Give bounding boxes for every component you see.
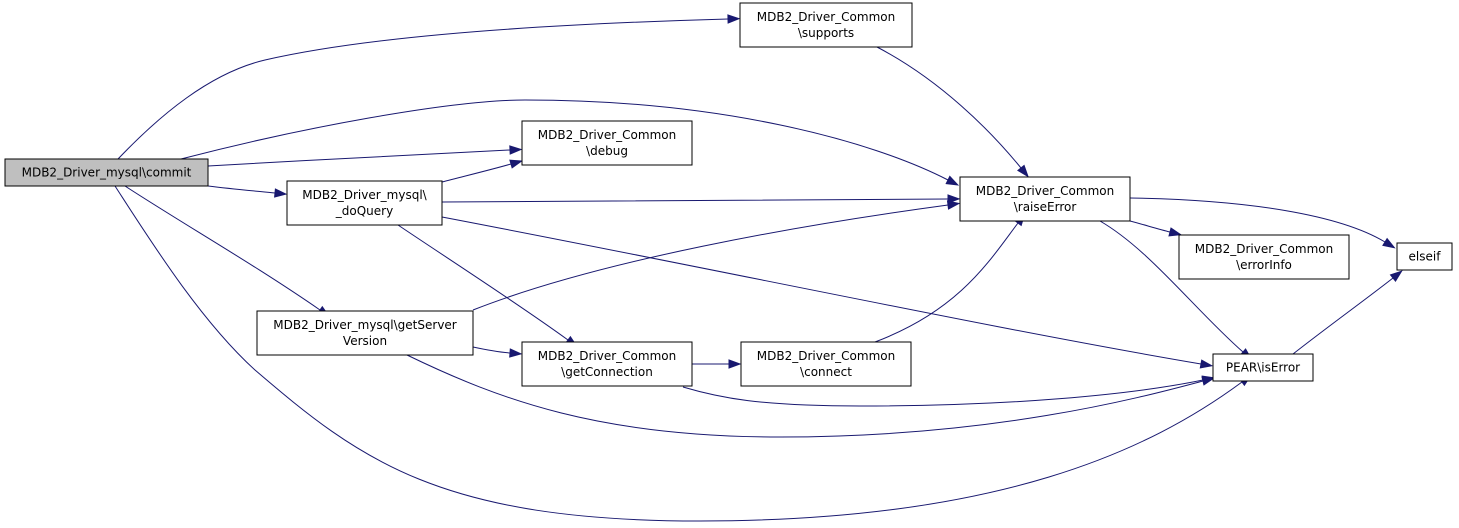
edge-line bbox=[397, 224, 569, 341]
arrowhead bbox=[1199, 359, 1214, 369]
node-label: MDB2_Driver_Common bbox=[976, 184, 1114, 198]
edge-line bbox=[441, 216, 1202, 365]
node-box bbox=[521, 120, 693, 166]
node-label: \debug bbox=[586, 144, 628, 158]
node-label: MDB2_Driver_Common bbox=[757, 349, 895, 363]
node-label: MDB2_Driver_Common bbox=[757, 10, 895, 24]
arrowhead bbox=[947, 194, 961, 204]
node-label: \raiseError bbox=[1014, 200, 1077, 214]
node-doQuery[interactable]: MDB2_Driver_mysql\ _doQuery bbox=[286, 180, 443, 226]
node-label: \getConnection bbox=[561, 365, 653, 379]
edge-commit-to-raiseError bbox=[180, 99, 960, 186]
node-box bbox=[1212, 353, 1314, 382]
node-label: Version bbox=[343, 334, 387, 348]
edge-getConnection-to-isError bbox=[682, 375, 1216, 407]
node-label: \connect bbox=[800, 365, 852, 379]
edge-commit-to-doQuery bbox=[207, 185, 288, 198]
edge-commit-to-debug bbox=[207, 145, 523, 167]
node-isError[interactable]: PEAR\isError bbox=[1212, 353, 1314, 382]
edges bbox=[114, 14, 1403, 522]
edge-getConnection-to-connect bbox=[692, 359, 742, 369]
edge-line bbox=[207, 149, 511, 167]
node-errorInfo[interactable]: MDB2_Driver_Common \errorInfo bbox=[1178, 234, 1350, 280]
edge-getServerVersion-to-getConnection bbox=[472, 346, 523, 358]
edge-line bbox=[1292, 277, 1394, 355]
node-raiseError[interactable]: MDB2_Driver_Common \raiseError bbox=[959, 176, 1131, 222]
node-label: MDB2_Driver_Common bbox=[538, 128, 676, 142]
arrowhead bbox=[509, 159, 524, 169]
node-box bbox=[959, 176, 1131, 222]
node-label: _doQuery bbox=[335, 204, 393, 218]
edge-line bbox=[1129, 197, 1386, 243]
edge-supports-to-raiseError bbox=[876, 46, 1029, 178]
edge-commit-to-supports bbox=[117, 14, 741, 160]
node-box bbox=[256, 310, 474, 356]
node-box bbox=[1178, 234, 1350, 280]
node-label: MDB2_Driver_mysql\ bbox=[302, 188, 427, 202]
node-label: MDB2_Driver_Common bbox=[538, 349, 676, 363]
arrowhead bbox=[274, 188, 288, 198]
edge-line bbox=[207, 185, 276, 194]
edge-line bbox=[117, 18, 729, 160]
edge-connect-to-raiseError bbox=[874, 213, 1026, 343]
node-supports[interactable]: MDB2_Driver_Common \supports bbox=[739, 2, 913, 48]
edge-line bbox=[1129, 220, 1171, 233]
arrowhead bbox=[1389, 270, 1403, 282]
edge-line bbox=[180, 99, 949, 181]
node-debug[interactable]: MDB2_Driver_Common \debug bbox=[521, 120, 693, 166]
edge-line bbox=[472, 346, 511, 354]
arrowhead bbox=[946, 200, 961, 210]
node-elseif[interactable]: elseif bbox=[1396, 242, 1453, 271]
edge-line bbox=[876, 46, 1022, 169]
edge-raiseError-to-elseif bbox=[1129, 197, 1396, 249]
edge-line bbox=[441, 198, 949, 203]
node-getConnection[interactable]: MDB2_Driver_Common \getConnection bbox=[521, 341, 693, 387]
edge-getServerVersion-to-raiseError bbox=[472, 200, 961, 311]
edge-doQuery-to-isError bbox=[441, 216, 1214, 369]
nodes: MDB2_Driver_mysql\commitMDB2_Driver_Comm… bbox=[4, 2, 1453, 387]
edge-isError-to-elseif bbox=[1292, 270, 1403, 355]
node-label: \supports bbox=[798, 26, 854, 40]
node-box bbox=[1396, 242, 1453, 271]
arrowhead bbox=[1017, 164, 1029, 178]
node-label: MDB2_Driver_Common bbox=[1195, 242, 1333, 256]
node-box bbox=[740, 341, 912, 387]
edge-doQuery-to-debug bbox=[441, 159, 524, 183]
arrowhead bbox=[727, 14, 741, 24]
node-box bbox=[521, 341, 693, 387]
edge-line bbox=[472, 204, 949, 311]
node-label: elseif bbox=[1409, 250, 1442, 264]
node-label: \errorInfo bbox=[1236, 258, 1292, 272]
edge-line bbox=[874, 222, 1019, 343]
arrowhead bbox=[728, 359, 742, 369]
edge-line bbox=[682, 379, 1204, 407]
arrowhead bbox=[1201, 375, 1216, 385]
arrowhead bbox=[1382, 237, 1396, 249]
arrowhead bbox=[509, 145, 523, 155]
arrowhead bbox=[509, 348, 523, 358]
arrowhead bbox=[1168, 227, 1183, 237]
edge-line bbox=[1099, 220, 1244, 353]
node-connect[interactable]: MDB2_Driver_Common \connect bbox=[740, 341, 912, 387]
edge-doQuery-to-raiseError bbox=[441, 194, 961, 204]
edge-line bbox=[406, 354, 1204, 438]
node-commit[interactable]: MDB2_Driver_mysql\commit bbox=[4, 158, 209, 187]
edge-line bbox=[114, 185, 1243, 522]
node-box bbox=[739, 2, 913, 48]
edge-raiseError-to-errorInfo bbox=[1129, 220, 1183, 237]
node-box bbox=[4, 158, 209, 187]
arrowhead bbox=[945, 175, 960, 186]
node-box bbox=[286, 180, 443, 226]
edge-line bbox=[124, 185, 321, 311]
node-label: PEAR\isError bbox=[1226, 361, 1300, 375]
node-label: MDB2_Driver_mysql\getServer bbox=[273, 318, 457, 332]
edge-line bbox=[441, 163, 512, 183]
node-label: MDB2_Driver_mysql\commit bbox=[22, 166, 192, 180]
